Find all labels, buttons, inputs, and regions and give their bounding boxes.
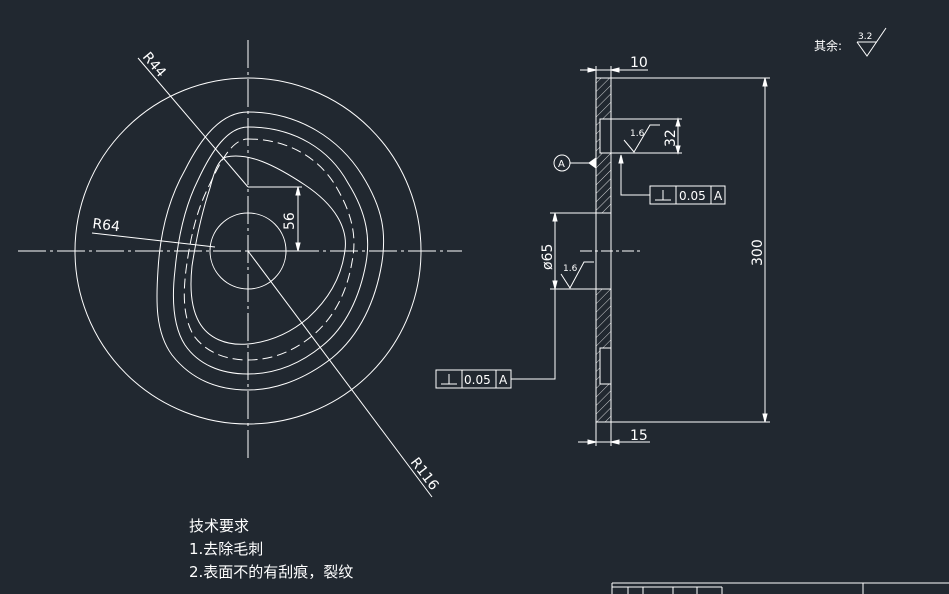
general-roughness-note <box>856 27 887 57</box>
roughness-hub-label: 1.6 <box>563 264 578 274</box>
title-block <box>611 582 949 594</box>
cam-profile-dashed <box>183 138 355 361</box>
dim-300-arrow-top <box>762 77 768 87</box>
cam-profile-middle <box>172 126 369 375</box>
groove-top <box>599 118 612 154</box>
roughness-hub-icon <box>560 261 594 289</box>
datum-a-label: A <box>558 159 565 170</box>
dim-dia-arrow-bot <box>552 280 558 290</box>
dim-10-arrow-r <box>610 67 620 73</box>
dim-56-label: 56 <box>282 212 298 230</box>
dim-10-arrow-l <box>587 67 597 73</box>
cam-profile-inner <box>190 155 346 345</box>
dim-15-arrow-l <box>587 439 597 445</box>
dim-r116-label: R116 <box>407 455 442 494</box>
dim-300-label: 300 <box>750 239 766 266</box>
roughness-general-icon <box>856 27 887 57</box>
perpendicularity-icon <box>655 190 671 201</box>
dim-32-arrow-top <box>675 117 681 127</box>
roughness-groove-label: 1.6 <box>630 129 645 139</box>
r64-leader <box>91 232 216 248</box>
r116-leader <box>247 250 433 498</box>
roughness-note-label: 其余: <box>814 38 842 53</box>
dim-10-label: 10 <box>630 55 648 71</box>
dim-r64-label: R64 <box>92 216 121 235</box>
fcf-upper-box <box>649 185 726 205</box>
dim-32-label: 32 <box>663 129 679 147</box>
dim-dia-label: ø65 <box>540 244 556 270</box>
fcf-lower-datum: A <box>499 373 508 387</box>
fcf-upper-leader <box>620 155 650 196</box>
tech-req-title: 技术要求 <box>189 517 249 535</box>
fcf-lower-value: 0.05 <box>464 373 491 387</box>
dim-56-arrow-bot <box>295 242 301 252</box>
front-view <box>18 40 462 498</box>
dim-56-arrow-top <box>295 186 301 196</box>
groove-bottom <box>599 347 612 385</box>
cam-profile-outer <box>156 111 385 391</box>
r44-leader <box>137 57 249 188</box>
dim-300-arrow-bot <box>762 413 768 423</box>
tech-req-item-2: 2.表面不的有刮痕，裂纹 <box>189 563 353 581</box>
fcf-lower-leader <box>511 300 556 380</box>
dim-15-arrow-r <box>610 439 620 445</box>
dim-dia-arrow-top <box>552 212 558 222</box>
fcf-upper-value: 0.05 <box>679 189 706 203</box>
tech-req-item-1: 1.去除毛刺 <box>189 540 263 558</box>
datum-a-triangle <box>588 157 597 169</box>
section-view <box>435 66 770 446</box>
roughness-groove-icon <box>623 124 660 153</box>
fcf-upper-datum: A <box>714 189 723 203</box>
dim-15-label: 15 <box>630 428 648 444</box>
outer-circle <box>74 77 422 425</box>
perpendicularity-icon <box>441 374 457 385</box>
roughness-note-value: 3.2 <box>858 32 872 42</box>
dim-32-arrow-bot <box>675 145 681 155</box>
fcf-upper-arrow <box>618 154 624 164</box>
datum-a-circle <box>553 154 571 172</box>
fcf-lower-box <box>435 369 512 389</box>
